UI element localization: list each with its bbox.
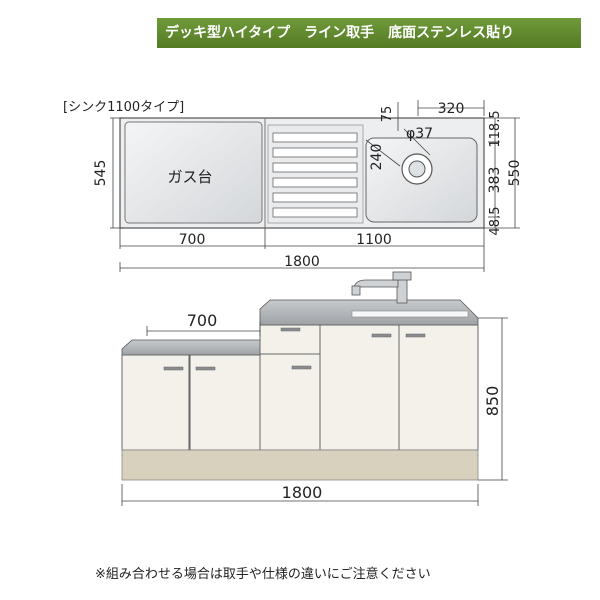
cabinet-door-3[interactable] (259, 353, 321, 451)
front-sink-rim (351, 310, 469, 318)
drainboard-ribs (272, 132, 358, 218)
dim-plan-total-width: 1800 (284, 254, 320, 270)
gas-label: ガス台 (167, 168, 212, 186)
dim-right-mid: 383 (487, 167, 503, 194)
dim-drain-offset: 240 (369, 144, 385, 171)
footnote: ※組み合わせる場合は取手や仕様の違いにご注意ください (95, 567, 431, 582)
door-2-handle[interactable] (195, 366, 216, 371)
dim-front-gas-width: 700 (187, 311, 218, 330)
cabinet-door-1[interactable] (121, 354, 190, 451)
drawer-handle[interactable] (280, 327, 301, 332)
dim-plan-sink-width: 1100 (356, 232, 392, 248)
dim-right-top: 118.5 (488, 110, 503, 147)
plan-caption: [シンク1100タイプ] (63, 100, 184, 115)
dim-front-total-width: 1800 (282, 483, 323, 502)
drain-inner (408, 160, 426, 178)
dim-plan-gas-width: 700 (179, 232, 206, 248)
dim-plan-depth: 545 (93, 160, 109, 187)
cabinet-door-4[interactable] (319, 324, 400, 451)
door-3-handle[interactable] (291, 365, 312, 370)
cabinet-door-2[interactable] (189, 354, 261, 451)
title-banner: デッキ型ハイタイプ ライン取手 底面ステンレス貼り (157, 18, 581, 48)
door-1-handle[interactable] (163, 366, 184, 371)
dim-right-bottom: 48.5 (488, 207, 503, 236)
dim-faucet-offset: 75 (380, 106, 395, 123)
faucet (351, 271, 412, 304)
plan-gas-area (124, 121, 263, 224)
dim-front-height: 850 (483, 386, 502, 417)
front-dimension-lines (121, 317, 508, 506)
plinth (121, 449, 479, 481)
dim-drain-diameter: φ37 (406, 126, 433, 142)
plan-dimension-lines (110, 100, 520, 272)
door-5-handle[interactable] (405, 333, 426, 338)
cabinet-door-5[interactable] (398, 324, 479, 451)
dim-sink-bowl-width: 320 (438, 101, 465, 117)
dim-right-total: 550 (507, 160, 523, 187)
front-low-countertop (121, 339, 261, 356)
door-4-handle[interactable] (371, 333, 392, 338)
